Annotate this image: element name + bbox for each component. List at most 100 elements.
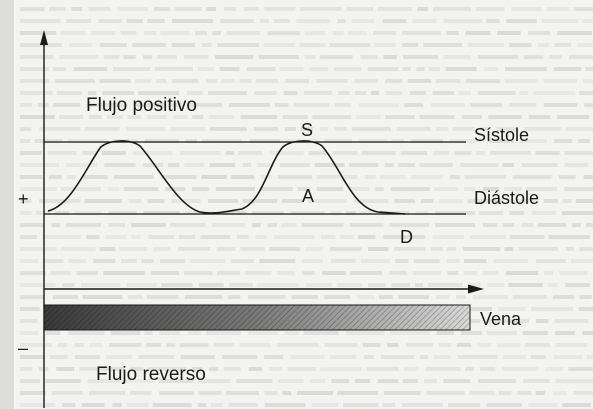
bleed-word <box>103 271 145 275</box>
bleed-word <box>20 223 45 227</box>
bleed-word <box>243 7 259 11</box>
bleed-word <box>223 7 236 11</box>
bleed-word <box>374 43 396 47</box>
bleed-word <box>65 163 97 167</box>
bleed-word <box>521 223 534 227</box>
bleed-word <box>578 307 593 311</box>
bleed-word <box>435 79 461 83</box>
bleed-word <box>131 223 166 227</box>
bleed-word <box>20 187 57 191</box>
bleed-word <box>269 367 282 371</box>
bleed-word <box>71 7 83 11</box>
bleed-word <box>81 403 105 407</box>
bleed-word <box>45 331 61 335</box>
bleed-word <box>389 223 430 227</box>
bleed-word <box>68 259 86 263</box>
bleed-word <box>486 19 500 23</box>
bleed-word <box>530 355 546 359</box>
bleed-word <box>402 31 441 35</box>
bleed-word <box>236 379 273 383</box>
bleed-word <box>172 79 199 83</box>
bleed-word <box>20 151 42 155</box>
minus-sign: – <box>18 338 28 358</box>
bleed-word <box>365 175 376 179</box>
bleed-word <box>337 391 378 395</box>
bleed-word <box>465 79 500 83</box>
bleed-word <box>337 19 346 23</box>
bleed-word <box>312 115 352 119</box>
bleed-word <box>543 103 578 107</box>
bleed-word <box>246 67 276 71</box>
bleed-word <box>574 7 593 11</box>
bleed-word <box>407 79 432 83</box>
bleed-word <box>554 319 589 323</box>
bleed-word <box>170 223 206 227</box>
bleed-word <box>460 163 499 167</box>
bleed-word <box>66 19 92 23</box>
bleed-word <box>178 235 196 239</box>
bleed-word <box>107 187 120 191</box>
bleed-word <box>467 43 504 47</box>
bleed-word <box>390 187 430 191</box>
bleed-word <box>535 391 546 395</box>
bleed-word <box>206 7 217 11</box>
bleed-word <box>477 55 519 59</box>
bleed-word <box>498 307 526 311</box>
bleed-word <box>462 247 501 251</box>
bleed-word <box>319 127 328 131</box>
bleed-word <box>305 283 332 287</box>
bleed-word <box>436 331 454 335</box>
bleed-word <box>214 343 234 347</box>
bleed-word <box>390 331 430 335</box>
bleed-word <box>217 43 260 47</box>
bleed-word <box>101 151 126 155</box>
bleed-word <box>201 175 227 179</box>
bleed-word <box>579 295 592 299</box>
bleed-word <box>147 367 187 371</box>
bleed-word <box>504 79 538 83</box>
bleed-word <box>147 199 165 203</box>
bleed-word <box>51 391 83 395</box>
bleed-word <box>138 91 180 95</box>
bleed-word <box>86 235 100 239</box>
bleed-word <box>113 175 154 179</box>
bleed-word <box>183 55 209 59</box>
bleed-word <box>281 223 297 227</box>
bleed-word <box>20 7 45 11</box>
bleed-word <box>264 355 284 359</box>
bleed-word <box>535 259 566 263</box>
bleed-word <box>126 283 157 287</box>
bleed-word <box>180 355 215 359</box>
bleed-word <box>430 247 443 251</box>
bleed-word <box>20 295 45 299</box>
bleed-word <box>345 211 356 215</box>
bleed-word <box>394 199 415 203</box>
bleed-word <box>498 391 512 395</box>
bleed-word <box>543 199 558 203</box>
bleed-word <box>303 331 339 335</box>
bleed-word <box>361 151 396 155</box>
bleed-word <box>324 343 358 347</box>
bleed-word <box>208 91 247 95</box>
bleed-word <box>51 223 61 227</box>
bleed-word <box>345 331 385 335</box>
bleed-word <box>423 43 463 47</box>
bleed-word <box>545 367 564 371</box>
bleed-word <box>548 235 590 239</box>
bleed-word <box>302 271 315 275</box>
bleed-word <box>510 235 545 239</box>
bleed-word <box>79 367 97 371</box>
bleed-word <box>470 235 506 239</box>
bleed-word <box>242 199 278 203</box>
bleed-word <box>301 223 344 227</box>
bleed-word <box>197 379 231 383</box>
bleed-word <box>496 343 521 347</box>
bleed-word <box>259 259 296 263</box>
bleed-word <box>264 403 306 407</box>
bleed-word <box>360 211 372 215</box>
bleed-word <box>340 235 354 239</box>
bleed-word <box>349 163 379 167</box>
bleed-word <box>20 19 61 23</box>
bleed-word <box>552 391 567 395</box>
bleed-word <box>488 139 514 143</box>
